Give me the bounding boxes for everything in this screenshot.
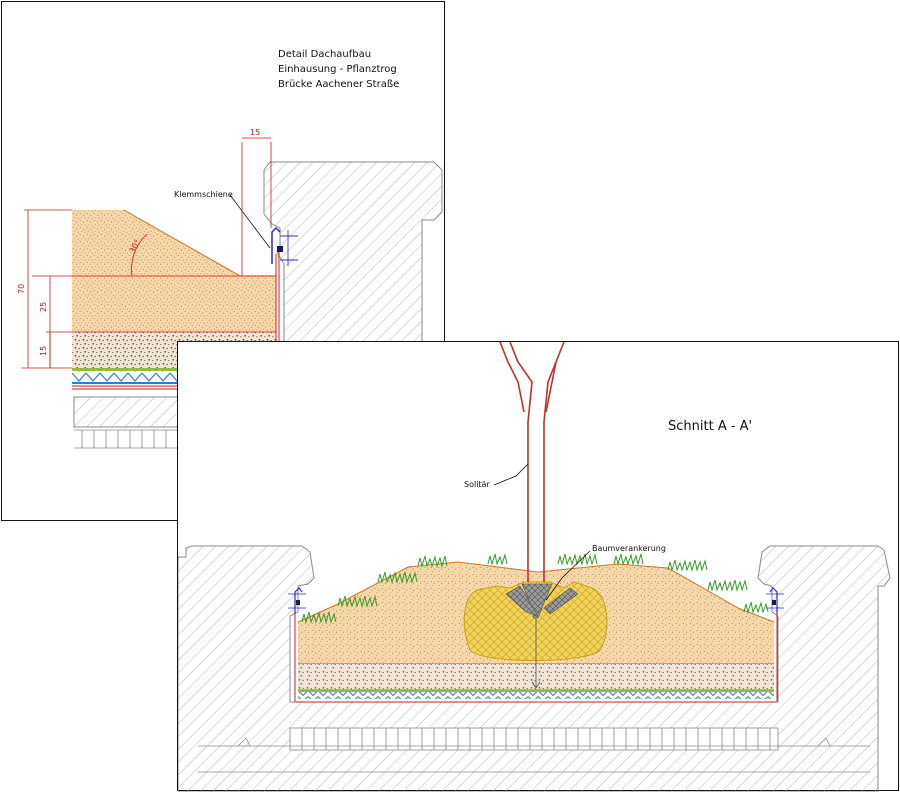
section-drawing: Solitär Baumverankerung Schnitt A - A' xyxy=(178,342,891,792)
dimension-middle-height: 25 xyxy=(39,302,48,312)
anchoring-label: Baumverankerung xyxy=(592,544,666,553)
detail-title-line-1: Detail Dachaufbau xyxy=(278,49,371,60)
dimension-total-height: 70 xyxy=(17,284,26,294)
tree-trunk xyxy=(499,342,565,582)
clamp-rail-label: Klemmschiene xyxy=(174,190,233,199)
section-drawing-panel: Solitär Baumverankerung Schnitt A - A' xyxy=(177,341,899,792)
concrete-frame xyxy=(178,545,891,792)
root-ball xyxy=(463,581,608,689)
anchoring-leader xyxy=(545,550,591,601)
planter-layers xyxy=(32,209,284,390)
clamp-rail xyxy=(271,226,298,266)
dimension-lines xyxy=(22,137,272,369)
dimension-bottom-height: 15 xyxy=(39,346,48,356)
grass-planting xyxy=(301,553,769,624)
detail-title-line-2: Einhausung - Pflanztrog xyxy=(278,64,397,75)
dimension-top-width: 15 xyxy=(250,128,260,137)
tree-leader xyxy=(493,463,529,486)
tree-label: Solitär xyxy=(464,480,490,489)
detail-title-line-3: Brücke Aachener Straße xyxy=(278,79,399,90)
clamp-rails xyxy=(288,587,784,614)
section-title: Schnitt A - A' xyxy=(668,419,752,434)
clamp-rail-leader xyxy=(229,194,271,249)
